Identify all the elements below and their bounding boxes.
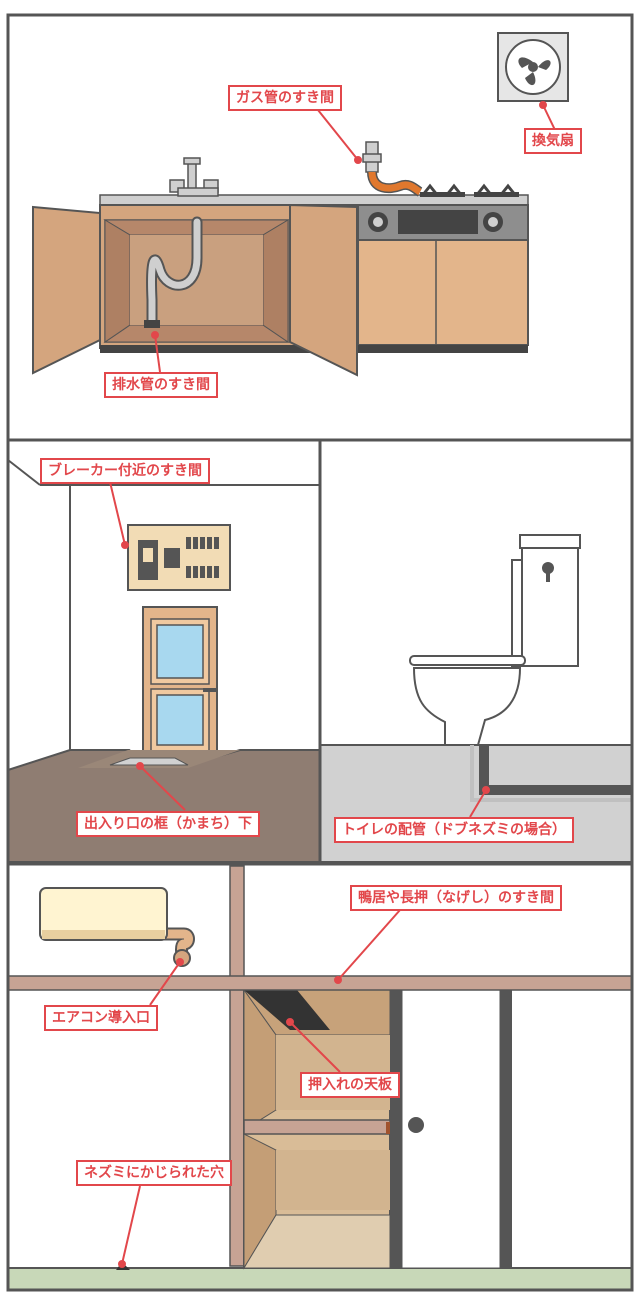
entrance-panel — [7, 442, 321, 863]
kamoi-nageshi-gap-label: 鴨居や長押（なげし）のすき間 — [350, 885, 562, 911]
drain-pipe-icon — [144, 216, 203, 328]
toilet-pipe-label: トイレの配管（ドブネズミの場合） — [334, 817, 574, 843]
faucet-icon — [169, 157, 219, 197]
left-cabinet-door — [32, 205, 101, 375]
gas-pipe-icon — [362, 141, 423, 197]
threshold-gap — [109, 757, 189, 766]
closet-ceiling-label: 押入れの天板 — [300, 1072, 400, 1098]
toilet-floor — [319, 744, 633, 863]
toilet-icon — [409, 534, 581, 746]
drain-pipe-gap-label: 排水管のすき間 — [104, 372, 218, 398]
nageshi-beam — [7, 975, 633, 991]
entrance-door — [142, 606, 218, 761]
threshold-gap-label: 出入り口の框（かまち）下 — [76, 811, 260, 837]
closet — [243, 988, 392, 1270]
kitchen-panel — [8, 15, 632, 440]
ventilation-fan-label: 換気扇 — [524, 128, 582, 154]
leader-lines — [109, 101, 556, 1268]
right-cabinet-door — [289, 203, 358, 377]
gas-pipe-gap-label: ガス管のすき間 — [228, 85, 342, 111]
wooden-post — [229, 865, 245, 1267]
rat-hole-label: ネズミにかじられた穴 — [76, 1160, 232, 1186]
breaker-gap-label: ブレーカー付近のすき間 — [40, 458, 210, 484]
ventilation-fan-icon — [497, 32, 569, 102]
breaker-box-icon — [127, 524, 231, 591]
air-conditioner-icon — [39, 887, 195, 967]
aircon-inlet-label: エアコン導入口 — [44, 1005, 158, 1031]
door-pull-icon — [408, 1117, 424, 1133]
sliding-door — [390, 989, 512, 1269]
toilet-panel — [319, 442, 633, 863]
stove-burners-icon — [420, 183, 519, 197]
closet-ceiling-opening — [244, 990, 330, 1030]
tatami-floor — [7, 1267, 633, 1291]
panel-borders — [6, 13, 634, 1292]
